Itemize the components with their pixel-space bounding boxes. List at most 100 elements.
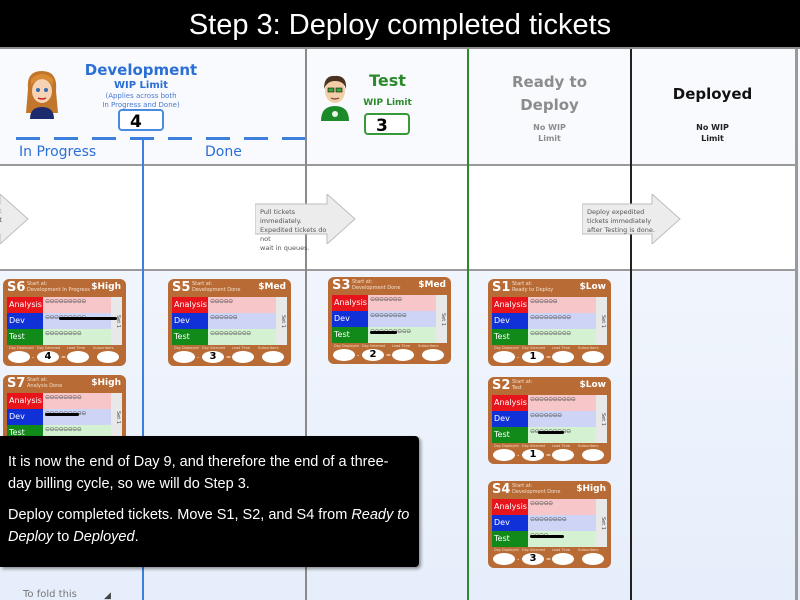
day-deployed-label: Day Deployed — [494, 548, 519, 552]
card-header: S7 Start at: Analysis Done $High — [3, 375, 126, 393]
dev-row: Dev ⊖⊖⊖⊖⊖⊖ — [172, 313, 276, 329]
day-selected-field[interactable]: 1 — [522, 449, 544, 461]
day-selected-label: Day Selected — [202, 346, 226, 350]
lead-time-label: Lead Time — [67, 346, 86, 350]
ticket-card-s2[interactable]: S2 Start at: Test $Low Analysis ⊖⊖⊖⊖⊖⊖⊖⊖… — [488, 377, 611, 464]
lead-time-field[interactable] — [232, 351, 254, 363]
dev-label: Dev — [332, 311, 368, 327]
subscribers-field[interactable] — [582, 553, 604, 565]
day-selected-field[interactable]: 3 — [202, 351, 224, 363]
dev-row: Dev ⊖⊖⊖⊖⊖⊖⊖ — [492, 411, 596, 427]
card-id: S2 — [492, 378, 511, 393]
subscribers-field[interactable] — [97, 351, 119, 363]
card-start-at: Start at: Analysis Done — [27, 377, 62, 389]
test-wip-limit-field[interactable]: 3 — [364, 113, 410, 136]
ticket-card-s6[interactable]: S6 Start at: Development In Progress $Hi… — [3, 279, 126, 366]
analysis-row: Analysis ⊖⊖⊖⊖⊖⊖ — [492, 297, 596, 313]
test-ready-divider — [467, 49, 469, 600]
wip-note-line: In Progress and Done) — [102, 101, 180, 109]
day-selected-field[interactable]: 4 — [37, 351, 59, 363]
lead-time-field[interactable] — [552, 449, 574, 461]
day-selected-field[interactable]: 3 — [522, 553, 544, 565]
subscribers-field[interactable] — [582, 351, 604, 363]
analysis-label: Analysis — [7, 393, 43, 409]
completed-work-scribble — [59, 317, 117, 320]
lead-time-field[interactable] — [392, 349, 414, 361]
day-selected-field[interactable]: 1 — [522, 351, 544, 363]
completed-work-scribble — [370, 331, 397, 334]
test-row: Test ⊖⊖⊖⊖ — [492, 531, 596, 547]
day-selected-label: Day Selected — [522, 548, 546, 552]
male-tester-avatar-icon — [321, 75, 349, 121]
equals-sign: = — [546, 452, 552, 459]
analysis-row: Analysis ⊖⊖⊖⊖⊖ — [492, 499, 596, 515]
test-label: Test — [332, 327, 368, 343]
card-set-label: Set 1 — [600, 413, 606, 426]
effort-dots: ⊖⊖⊖⊖⊖⊖ — [530, 298, 558, 305]
callout-paragraph-2: Deploy completed tickets. Move S1, S2, a… — [8, 504, 411, 548]
dev-effort-track: ⊖⊖⊖⊖⊖⊖⊖⊖ — [528, 515, 596, 531]
kanban-board: Development WIP Limit (Applies across bo… — [0, 47, 800, 600]
analysis-label: Analysis — [492, 499, 528, 515]
start-at-value: Development Done — [352, 285, 401, 291]
effort-dots: ⊖⊖⊖⊖⊖⊖⊖ — [370, 296, 402, 303]
day-deployed-field[interactable] — [493, 553, 515, 565]
dev-label: Dev — [492, 313, 528, 329]
dev-effort-track: ⊖⊖⊖⊖⊖⊖⊖ — [528, 411, 596, 427]
start-at-value: Development Done — [192, 287, 241, 293]
lead-time-field[interactable] — [552, 553, 574, 565]
subscribers-field[interactable] — [582, 449, 604, 461]
day-deployed-field[interactable] — [173, 351, 195, 363]
note-line: Limit — [701, 134, 724, 143]
card-id: S1 — [492, 280, 511, 295]
day-deployed-label: Day Deployed — [9, 346, 34, 350]
test-effort-track: ⊖⊖⊖⊖ — [528, 531, 596, 547]
day-deployed-field[interactable] — [8, 351, 30, 363]
development-wip-limit-field[interactable]: 4 — [118, 109, 164, 132]
day-selected-field[interactable]: 2 — [362, 349, 384, 361]
development-wip-label: WIP Limit — [114, 80, 168, 91]
arrow-right-icon — [0, 194, 29, 244]
test-label: Test — [492, 531, 528, 547]
effort-dots: ⊖⊖⊖⊖⊖ — [530, 500, 553, 507]
equals-sign: = — [226, 354, 232, 361]
policy-text-line: Deploy expedited — [587, 208, 645, 216]
start-at-label: Start at: — [512, 483, 533, 489]
day-deployed-field[interactable] — [493, 351, 515, 363]
ticket-card-s3[interactable]: S3 Start at: Development Done $Med Analy… — [328, 277, 451, 364]
day-deployed-field[interactable] — [333, 349, 355, 361]
effort-dots: ⊖⊖⊖⊖⊖⊖⊖⊖ — [45, 330, 82, 337]
ticket-card-s1[interactable]: S1 Start at: Ready to Deploy $Low Analys… — [488, 279, 611, 366]
lead-time-label: Lead Time — [552, 548, 571, 552]
note-line: Limit — [538, 134, 561, 143]
test-row: Test ⊖⊖⊖⊖⊖⊖⊖⊖⊖ — [492, 427, 596, 443]
analysis-effort-track: ⊖⊖⊖⊖⊖⊖⊖⊖ — [43, 393, 111, 409]
ticket-card-s4[interactable]: S4 Start at: Development Done $High Anal… — [488, 481, 611, 568]
callout-to-column: Deployed — [73, 529, 135, 545]
ready-to-deploy-column-title: Ready to Deploy — [497, 71, 602, 117]
subscribers-field[interactable] — [262, 351, 284, 363]
callout-text: to — [53, 529, 74, 545]
test-label: Test — [172, 329, 208, 345]
fold-instruction-text: To fold this — [23, 589, 77, 600]
card-value-class: $High — [91, 378, 121, 388]
start-at-label: Start at: — [27, 377, 48, 383]
card-value-class: $High — [576, 484, 606, 494]
analysis-effort-track: ⊖⊖⊖⊖⊖ — [208, 297, 276, 313]
day-deployed-field[interactable] — [493, 449, 515, 461]
lead-time-field[interactable] — [552, 351, 574, 363]
ticket-card-s5[interactable]: S5 Start at: Development Done $Med Analy… — [168, 279, 291, 366]
start-at-value: Development Done — [512, 489, 561, 495]
policy-text-line: tickets immediately — [587, 217, 652, 225]
test-label: Test — [492, 427, 528, 443]
subscribers-label: Subscribers — [578, 346, 599, 350]
board-right-border — [795, 49, 798, 600]
effort-dots: ⊖⊖⊖⊖⊖⊖⊖⊖⊖ — [530, 314, 571, 321]
instruction-callout: It is now the end of Day 9, and therefor… — [0, 436, 419, 567]
subscribers-field[interactable] — [422, 349, 444, 361]
analysis-label: Analysis — [332, 295, 368, 311]
minus-sign: - — [517, 556, 520, 563]
card-footer: Day Deployed Day Selected Lead Time Subs… — [488, 345, 611, 366]
analysis-effort-track: ⊖⊖⊖⊖⊖⊖ — [528, 297, 596, 313]
lead-time-field[interactable] — [67, 351, 89, 363]
